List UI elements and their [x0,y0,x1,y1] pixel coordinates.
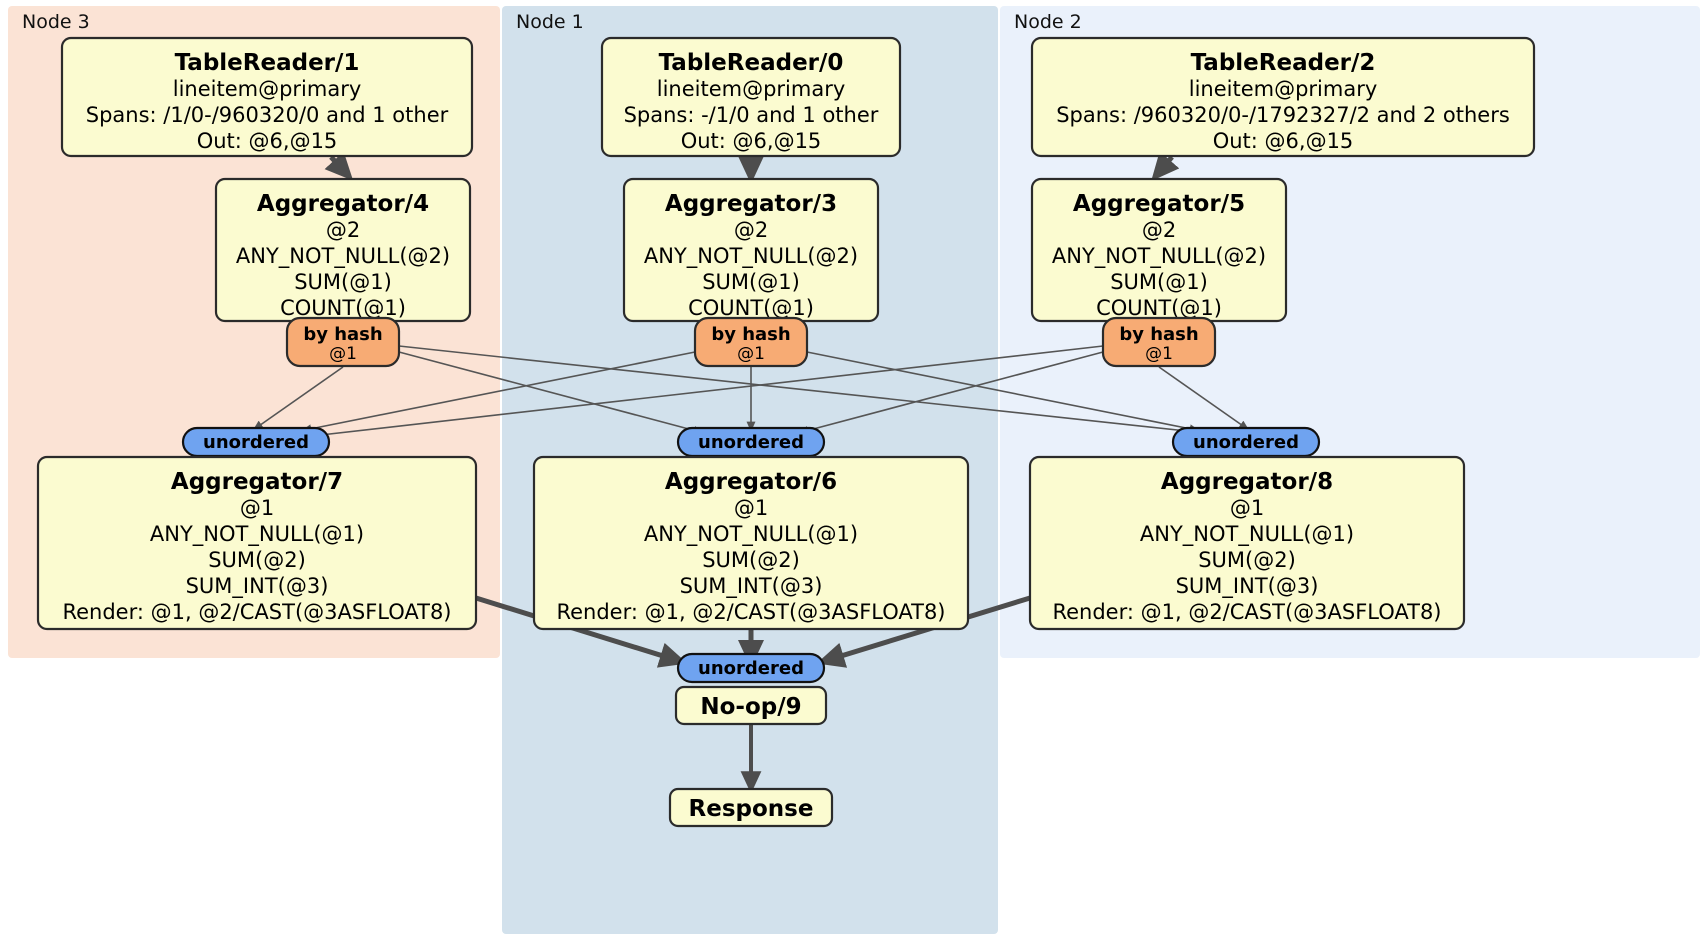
edge-tr1-agg4 [324,151,354,181]
unordered-pill-label-right: unordered [1193,432,1299,453]
box-line-tablereader2-2: Out: @6,@15 [1213,129,1354,153]
box-line-aggregator4-2: SUM(@1) [294,270,392,294]
box-line-tablereader2-0: lineitem@primary [1189,77,1378,101]
unordered-pill-right[interactable]: unordered [1171,426,1321,458]
box-line-aggregator8-3: SUM_INT(@3) [1176,574,1319,599]
box-aggregator7[interactable]: Aggregator/7 @1 ANY_NOT_NULL(@1) SUM(@2)… [36,455,478,631]
hash-pill-sub-4: @1 [329,344,357,364]
box-title-aggregator3: Aggregator/3 [665,191,837,217]
box-line-tablereader0-0: lineitem@primary [657,77,846,101]
node-panel-label-node1: Node 1 [516,11,584,33]
hash-pill-aggregator4[interactable]: by hash @1 [285,316,401,368]
box-line-aggregator5-3: COUNT(@1) [1096,296,1222,320]
node-panel-label-node2: Node 2 [1014,11,1082,33]
edge-hash5-unordered-right [1158,366,1250,431]
box-title-aggregator5: Aggregator/5 [1073,191,1245,217]
hash-pill-sub-3: @1 [737,344,765,364]
edges-hash-to-unordered [252,345,1250,440]
box-line-tablereader1-0: lineitem@primary [173,77,362,101]
unordered-pill-label-mid: unordered [698,432,804,453]
box-aggregator8[interactable]: Aggregator/8 @1 ANY_NOT_NULL(@1) SUM(@2)… [1028,455,1466,631]
box-line-tablereader1-1: Spans: /1/0-/960320/0 and 1 other [86,103,449,127]
hash-pill-aggregator5[interactable]: by hash @1 [1101,316,1217,368]
box-line-aggregator5-1: ANY_NOT_NULL(@2) [1052,244,1266,269]
edge-hash4-unordered-mid [398,351,704,435]
unordered-pill-left[interactable]: unordered [181,426,331,458]
box-title-aggregator8: Aggregator/8 [1161,469,1333,495]
node-panel-label-node3: Node 3 [22,11,90,33]
box-line-aggregator4-0: @2 [326,218,360,242]
hash-pill-sub-5: @1 [1145,344,1173,364]
box-line-aggregator6-3: SUM_INT(@3) [680,574,823,599]
hash-pill-aggregator3[interactable]: by hash @1 [693,316,809,368]
box-line-aggregator7-4: Render: @1, @2/CAST(@3ASFLOAT8) [62,600,451,624]
box-line-aggregator6-4: Render: @1, @2/CAST(@3ASFLOAT8) [556,600,945,624]
box-noop9[interactable]: No-op/9 [674,685,828,726]
box-line-aggregator7-3: SUM_INT(@3) [186,574,329,599]
box-line-aggregator7-0: @1 [240,496,274,520]
box-title-tablereader0: TableReader/0 [659,50,844,76]
hash-pill-label-4: by hash [303,324,382,345]
box-line-aggregator4-3: COUNT(@1) [280,296,406,320]
edge-hash4-unordered-left [252,366,344,431]
box-line-aggregator8-0: @1 [1230,496,1264,520]
box-line-aggregator3-0: @2 [734,218,768,242]
box-title-aggregator6: Aggregator/6 [665,469,837,495]
box-line-aggregator3-1: ANY_NOT_NULL(@2) [644,244,858,269]
box-title-tablereader1: TableReader/1 [175,50,360,76]
edge-hash5-unordered-left [308,345,1104,440]
box-line-aggregator7-1: ANY_NOT_NULL(@1) [150,522,364,547]
box-line-aggregator6-2: SUM(@2) [702,548,800,572]
box-line-aggregator6-1: ANY_NOT_NULL(@1) [644,522,858,547]
box-line-aggregator8-2: SUM(@2) [1198,548,1296,572]
box-tablereader2[interactable]: TableReader/2 lineitem@primary Spans: /9… [1030,36,1536,158]
unordered-pill-label-left: unordered [203,432,309,453]
hash-pill-label-5: by hash [1119,324,1198,345]
box-aggregator6[interactable]: Aggregator/6 @1 ANY_NOT_NULL(@1) SUM(@2)… [532,455,970,631]
box-line-tablereader1-2: Out: @6,@15 [197,129,338,153]
edge-hash3-unordered-left [301,351,696,434]
edge-tr2-agg5 [1151,151,1180,182]
box-title-tablereader2: TableReader/2 [1191,50,1376,76]
box-tablereader0[interactable]: TableReader/0 lineitem@primary Spans: -/… [600,36,902,158]
box-response[interactable]: Response [668,787,834,828]
box-aggregator5[interactable]: Aggregator/5 @2 ANY_NOT_NULL(@2) SUM(@1)… [1030,177,1288,323]
box-line-aggregator4-1: ANY_NOT_NULL(@2) [236,244,450,269]
edge-hash3-unordered-right [806,351,1200,434]
box-line-aggregator3-2: SUM(@1) [702,270,800,294]
box-aggregator4[interactable]: Aggregator/4 @2 ANY_NOT_NULL(@2) SUM(@1)… [214,177,472,323]
box-title-response: Response [689,796,814,822]
box-line-aggregator5-2: SUM(@1) [1110,270,1208,294]
unordered-pill-final[interactable]: unordered [676,652,826,684]
box-title-aggregator7: Aggregator/7 [171,469,343,495]
box-line-tablereader0-1: Spans: -/1/0 and 1 other [624,103,879,127]
unordered-pill-mid[interactable]: unordered [676,426,826,458]
box-title-noop9: No-op/9 [700,694,801,720]
box-line-aggregator3-3: COUNT(@1) [688,296,814,320]
edge-hash4-unordered-right [398,345,1200,436]
box-line-tablereader2-1: Spans: /960320/0-/1792327/2 and 2 others [1056,103,1510,127]
unordered-pill-label-final: unordered [698,658,804,679]
box-line-aggregator6-0: @1 [734,496,768,520]
box-line-aggregator8-1: ANY_NOT_NULL(@1) [1140,522,1354,547]
box-title-aggregator4: Aggregator/4 [257,191,429,217]
edges-reader-to-aggregator [324,151,1180,184]
box-line-aggregator5-0: @2 [1142,218,1176,242]
box-line-aggregator7-2: SUM(@2) [208,548,306,572]
edge-hash5-unordered-mid [798,351,1104,435]
box-aggregator3[interactable]: Aggregator/3 @2 ANY_NOT_NULL(@2) SUM(@1)… [622,177,880,323]
hash-pill-label-3: by hash [711,324,790,345]
box-tablereader1[interactable]: TableReader/1 lineitem@primary Spans: /1… [60,36,474,158]
box-line-aggregator8-4: Render: @1, @2/CAST(@3ASFLOAT8) [1052,600,1441,624]
box-line-tablereader0-2: Out: @6,@15 [681,129,822,153]
